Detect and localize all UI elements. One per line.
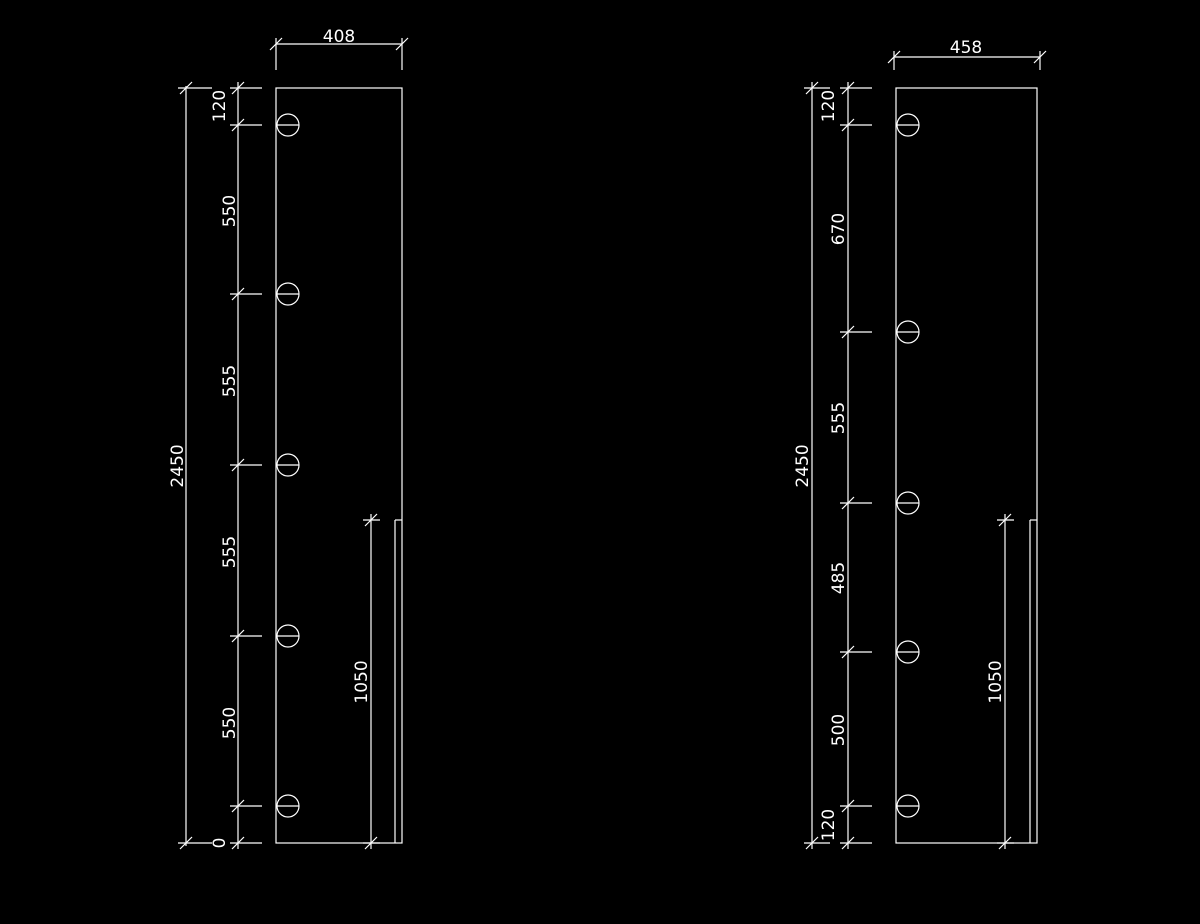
panel-left-spacing-top: 120 [210,90,230,122]
panel-left-width-dimension: 408 [269,27,409,70]
circle-half-icon [896,794,920,818]
panel-right-lower-dimension: 1050 [986,513,1014,850]
circle-half-icon [896,320,920,344]
panel-left: 408 2450 [168,27,409,850]
panel-right-pegs [896,113,920,818]
panel-left-height-label: 2450 [168,444,188,487]
circle-half-icon [276,453,300,477]
panel-right-spacing-3: 555 [829,402,849,434]
panel-right-outline [895,87,1038,844]
panel-left-lower-label: 1050 [352,660,372,703]
circle-half-icon [896,640,920,664]
circle-half-icon [276,113,300,137]
panel-left-spacing-1: 550 [220,707,240,739]
panel-right-spacing-bottom: 120 [819,809,839,841]
panel-right-width-dimension: 458 [887,38,1047,70]
panel-left-spacing-2: 555 [220,536,240,568]
panel-right-chain-dimension: 120 500 485 555 670 120 [819,81,872,850]
panel-left-spacing-bottom: 0 [210,838,230,849]
panel-right-height-label: 2450 [793,444,813,487]
panel-left-width-label: 408 [323,27,355,47]
panel-right-spacing-4: 670 [829,213,849,245]
panel-right-lower-label: 1050 [986,660,1006,703]
panel-right-width-label: 458 [950,38,982,58]
circle-half-icon [276,624,300,648]
panel-left-pegs [276,113,300,818]
panel-left-height-dimension: 2450 [168,81,212,850]
panel-right-height-dimension: 2450 [793,81,830,850]
panel-left-lower-dimension: 1050 [352,513,380,850]
panel-left-spacing-4: 550 [220,195,240,227]
panel-right: 458 2450 120 [793,38,1047,850]
circle-half-icon [896,491,920,515]
panel-left-spacing-3: 555 [220,365,240,397]
circle-half-icon [276,794,300,818]
circle-half-icon [276,282,300,306]
panel-right-spacing-2: 485 [829,562,849,594]
panel-right-spacing-1: 500 [829,714,849,746]
circle-half-icon [896,113,920,137]
panel-left-chain-dimension: 0 550 555 555 550 120 [210,81,262,850]
panel-right-spacing-top: 120 [819,90,839,122]
